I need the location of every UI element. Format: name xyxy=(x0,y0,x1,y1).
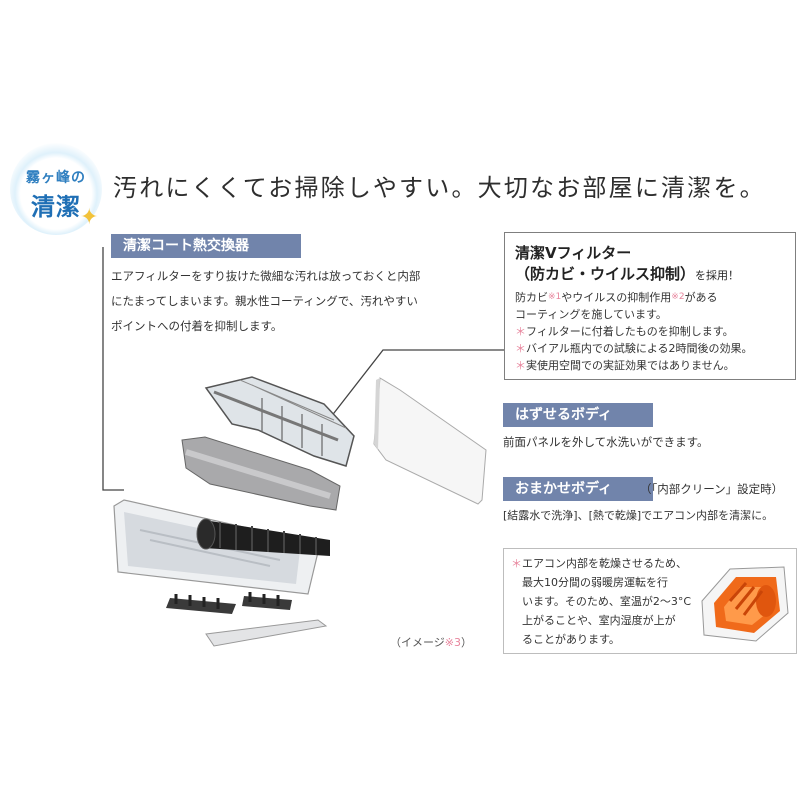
image-caption: （イメージ※3） xyxy=(390,634,472,650)
filter-subtitle-main: （防カビ・ウイルス抑制） xyxy=(515,265,696,283)
desc-text: やウイルスの抑制作用 xyxy=(561,291,672,304)
vane-parts-image xyxy=(166,592,292,614)
caption-text: （イメージ xyxy=(390,636,445,649)
filter-note: ＊フィルターに付着したものを抑制します。 xyxy=(515,323,753,340)
auto-body-label: おまかせボディ xyxy=(503,477,653,501)
heated-interior-illustration xyxy=(701,566,789,642)
filter-subtitle-tail: を採用！ xyxy=(695,269,740,282)
description-line: ポイントへの付着を抑制します。 xyxy=(111,319,283,333)
removable-body-description: 前面パネルを外して水洗いができます。 xyxy=(503,435,709,449)
removable-body-label: はずせるボディ xyxy=(503,403,653,427)
note-line: ることがあります。 xyxy=(522,633,620,646)
horizontal-flap-image xyxy=(205,619,328,647)
heat-exchanger-description: エアフィルターをすり抜けた微細な汚れは放っておくと内部 にたまってしまいます。親… xyxy=(111,264,420,339)
badge-subtitle: 霧ヶ峰の xyxy=(26,170,86,186)
note-text: フィルターに付着したものを抑制します。 xyxy=(526,325,734,338)
filter-description: 防カビ※1やウイルスの抑制作用※2がある コーティングを施しています。 ＊フィル… xyxy=(515,289,753,374)
front-panel-image xyxy=(373,377,487,505)
drying-note-box: ＊エアコン内部を乾燥させるため、 最大10分間の弱暖房運転を行 います。そのため… xyxy=(503,548,797,654)
footnote-mark: ※2 xyxy=(671,292,685,302)
note-line: います。そのため、室温が2～3°C xyxy=(522,595,692,608)
badge-title: 清潔 xyxy=(31,192,81,221)
asterisk-mark: ＊ xyxy=(515,359,526,372)
note-line-text: エアコン内部を乾燥させるため、 xyxy=(522,557,687,570)
note-text: 実使用空間での実証効果ではありません。 xyxy=(526,359,735,372)
heat-exchanger-label: 清潔コート熱交換器 xyxy=(111,234,301,258)
air-filter-image xyxy=(204,376,355,467)
note-line: 最大10分間の弱暖房運転を行 xyxy=(522,576,668,589)
filter-note: ＊実使用空間での実証効果ではありません。 xyxy=(515,357,753,374)
filter-note: ＊バイアル瓶内での試験による2時間後の効果。 xyxy=(515,340,753,357)
description-line: にたまってしまいます。親水性コーティングで、汚れやすい xyxy=(111,294,418,308)
desc-text: がある xyxy=(684,291,718,304)
sparkle-icon: ✦ xyxy=(80,205,99,230)
asterisk-mark: ＊ xyxy=(515,325,526,338)
filter-subtitle: （防カビ・ウイルス抑制）を採用！ xyxy=(515,263,739,287)
grille-cover-image xyxy=(181,436,341,511)
kirigamine-badge: 霧ヶ峰の 清潔 ✦ xyxy=(10,143,102,235)
filter-desc-line: コーティングを施しています。 xyxy=(515,308,667,321)
note-line: 上がることや、室内湿度が上が xyxy=(522,614,676,627)
description-line: エアフィルターをすり抜けた微細な汚れは放っておくと内部 xyxy=(111,269,421,283)
filter-desc-line: 防カビ※1やウイルスの抑制作用※2がある xyxy=(515,289,753,306)
desc-text: 防カビ xyxy=(515,291,548,304)
asterisk-mark: ＊ xyxy=(511,557,522,570)
footnote-mark: ※3 xyxy=(444,636,461,649)
filter-title: 清潔Vフィルター xyxy=(515,244,632,262)
note-text: バイアル瓶内での試験による2時間後の効果。 xyxy=(526,342,753,355)
headline: 汚れにくくてお掃除しやすい。大切なお部屋に清潔を。 xyxy=(113,174,766,202)
asterisk-mark: ＊ xyxy=(515,342,526,355)
auto-body-description: [結露水で洗浄]、[熱で乾燥]でエアコン内部を清潔に。 xyxy=(503,509,774,522)
caption-close: ） xyxy=(461,636,472,649)
drying-note-text: ＊エアコン内部を乾燥させるため、 最大10分間の弱暖房運転を行 います。そのため… xyxy=(511,554,691,649)
note-line: ＊エアコン内部を乾燥させるため、 xyxy=(511,554,691,573)
crossflow-fan-image xyxy=(196,518,330,556)
filter-info-box: 清潔Vフィルター （防カビ・ウイルス抑制）を採用！ 防カビ※1やウイルスの抑制作… xyxy=(504,232,796,380)
footnote-mark: ※1 xyxy=(548,292,562,302)
auto-body-condition: （「内部クリーン」設定時） xyxy=(640,482,784,496)
